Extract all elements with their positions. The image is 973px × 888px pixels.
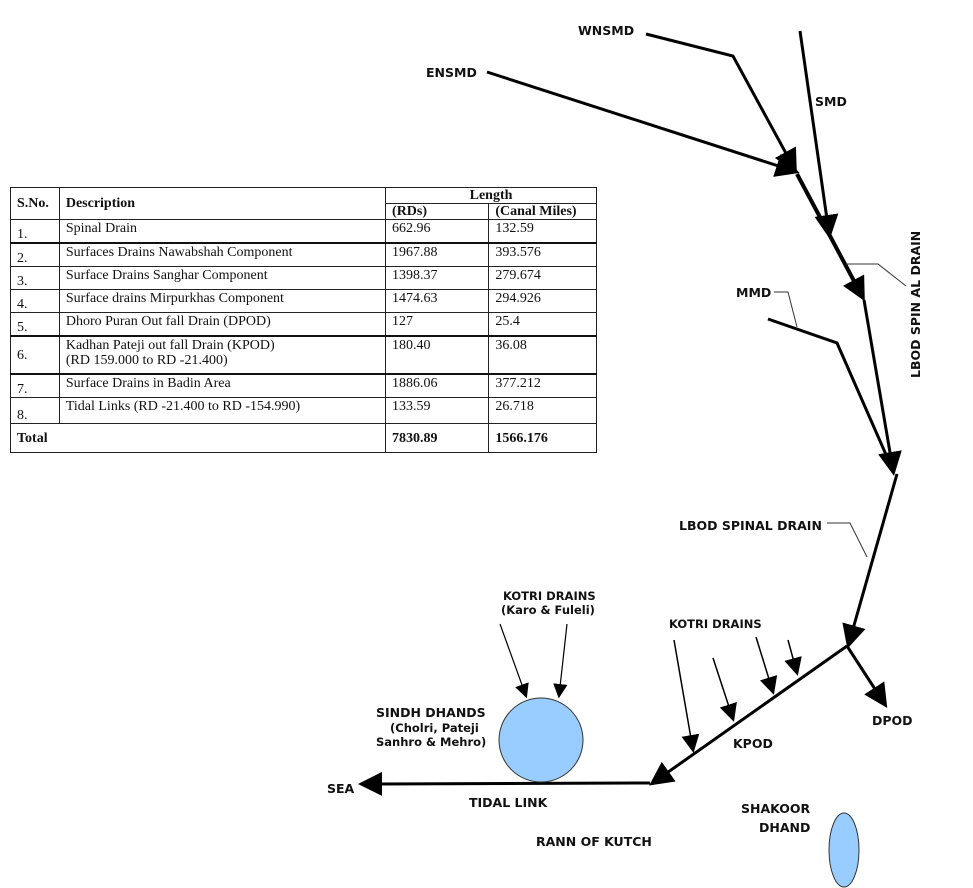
row-sno: 6. <box>10 335 60 375</box>
total-label: Total <box>9 423 387 453</box>
row-canal-miles: 294.926 <box>488 289 597 313</box>
row-description: Surfaces Drains Nawabshah Component <box>58 242 387 267</box>
lbod-spinal-label: LBOD SPINAL DRAIN <box>679 518 822 533</box>
row-canal-miles: 132.59 <box>488 219 597 244</box>
shakoor-dhand-label-1: SHAKOOR <box>741 801 811 816</box>
row-rds: 1886.06 <box>385 373 490 398</box>
row-sno: 8. <box>10 397 60 424</box>
table-row: 2. Surfaces Drains Nawabshah Component 1… <box>10 242 597 267</box>
ensmd-label: ENSMD <box>426 65 477 80</box>
table-row: 3. Surface Drains Sanghar Component 1398… <box>10 266 597 290</box>
kotri-drains-right-label: KOTRI DRAINS <box>669 617 762 631</box>
row-rds: 662.96 <box>385 219 490 244</box>
kpod-label: KPOD <box>733 736 773 751</box>
total-rds: 7830.89 <box>385 423 490 453</box>
dpod-drain <box>845 645 888 709</box>
smd-label: SMD <box>815 94 847 109</box>
mmd-leader <box>774 291 798 328</box>
row-canal-miles: 25.4 <box>488 312 597 337</box>
row-rds: 1398.37 <box>385 266 490 290</box>
sea-label: SEA <box>327 781 355 796</box>
row-rds: 133.59 <box>385 397 490 424</box>
row-canal-miles: 393.576 <box>488 242 597 267</box>
lbod-spinal-vertical-label: LBOD SPIN AL DRAIN <box>908 231 923 378</box>
row-sno: 5. <box>10 312 60 337</box>
lbod-spinal-upper <box>795 173 865 302</box>
table-subheader-row: (RDs) (Canal Miles) <box>11 203 597 220</box>
header-rds: (RDs) <box>385 203 490 220</box>
table-header-row: S.No. Description Length <box>10 187 597 220</box>
row-description: Dhoro Puran Out fall Drain (DPOD) <box>58 312 387 337</box>
row-description: Surface drains Mirpurkhas Component <box>58 289 387 313</box>
row-description-line1: Kadhan Pateji out fall Drain (KPOD) <box>65 338 275 353</box>
drain-length-table: S.No. Description Length (RDs) (Canal Mi… <box>9 187 597 453</box>
table-total-row: Total 7830.89 1566.176 <box>9 423 597 453</box>
row-sno: 4. <box>10 289 60 313</box>
row-description: Kadhan Pateji out fall Drain (KPOD) (RD … <box>58 335 387 375</box>
karo-feeder <box>499 623 529 699</box>
table-row: 7. Surface Drains in Badin Area 1886.06 … <box>10 373 597 398</box>
table-row: 4. Surface drains Mirpurkhas Component 1… <box>10 289 597 313</box>
row-canal-miles: 36.08 <box>488 335 597 375</box>
row-canal-miles: 377.212 <box>488 373 597 398</box>
lbod-spinal-lower <box>842 473 899 649</box>
row-sno: 7. <box>10 373 60 398</box>
header-length-group: Length <box>385 187 597 204</box>
row-sno: 3. <box>10 266 60 290</box>
table-row: 5. Dhoro Puran Out fall Drain (DPOD) 127… <box>10 312 597 337</box>
table-row: 1. Spinal Drain 662.96 132.59 <box>10 219 597 244</box>
ensmd-drain <box>486 70 800 177</box>
row-description: Tidal Links (RD -21.400 to RD -154.990) <box>58 397 387 424</box>
smd-drain <box>798 30 839 239</box>
row-sno: 1. <box>10 219 60 244</box>
row-description-line2: (RD 159.000 to RD -21.400) <box>65 353 228 368</box>
row-description: Surface Drains in Badin Area <box>58 373 387 398</box>
lbod-spinal-leader <box>827 522 868 558</box>
row-canal-miles: 26.718 <box>488 397 597 424</box>
row-sno: 2. <box>10 242 60 267</box>
tidal-link-label: TIDAL LINK <box>469 795 549 810</box>
row-canal-miles: 279.674 <box>488 266 597 290</box>
row-rds: 1474.63 <box>385 289 490 313</box>
kotri-feeder-3 <box>755 636 778 695</box>
header-sno: S.No. <box>10 187 60 220</box>
lbod-spinal-middle <box>862 299 902 476</box>
row-rds: 1967.88 <box>385 242 490 267</box>
kotri-feeder-2 <box>712 657 737 722</box>
sindh-dhands-sub1: (Cholri, Pateji <box>390 721 479 735</box>
kotri-drains-left-label: KOTRI DRAINS <box>503 589 596 603</box>
kpod-drain <box>649 644 848 786</box>
table-row: 8. Tidal Links (RD -21.400 to RD -154.99… <box>10 397 597 424</box>
mmd-drain <box>767 317 893 467</box>
total-canal-miles: 1566.176 <box>488 423 597 453</box>
row-rds: 127 <box>385 312 490 337</box>
kotri-drains-left-sub: (Karo & Fuleli) <box>501 603 595 617</box>
row-description: Spinal Drain <box>58 219 387 244</box>
row-description: Surface Drains Sanghar Component <box>58 266 387 290</box>
table-row: 6. Kadhan Pateji out fall Drain (KPOD) (… <box>10 335 597 375</box>
mmd-label: MMD <box>736 285 771 300</box>
header-canal-miles: (Canal Miles) <box>488 203 597 220</box>
wnsmd-drain <box>645 32 797 174</box>
kotri-feeder-1 <box>673 639 700 753</box>
tidal-link <box>358 771 651 796</box>
kotri-feeder-4 <box>784 639 802 676</box>
sindh-dhands-water-body <box>498 697 584 783</box>
row-rds: 180.40 <box>385 335 490 375</box>
fuleli-feeder <box>553 623 568 699</box>
shakoor-dhand-water-body <box>828 812 860 888</box>
sindh-dhands-label: SINDH DHANDS <box>376 705 486 720</box>
wnsmd-label: WNSMD <box>578 23 634 38</box>
rann-of-kutch-label: RANN OF KUTCH <box>536 834 652 849</box>
lbod-spinal-vertical-leader <box>846 263 907 287</box>
header-description: Description <box>58 187 387 220</box>
dpod-label: DPOD <box>872 713 913 728</box>
shakoor-dhand-label-2: DHAND <box>759 820 810 835</box>
sindh-dhands-sub2: Sanhro & Mehro) <box>376 735 486 749</box>
